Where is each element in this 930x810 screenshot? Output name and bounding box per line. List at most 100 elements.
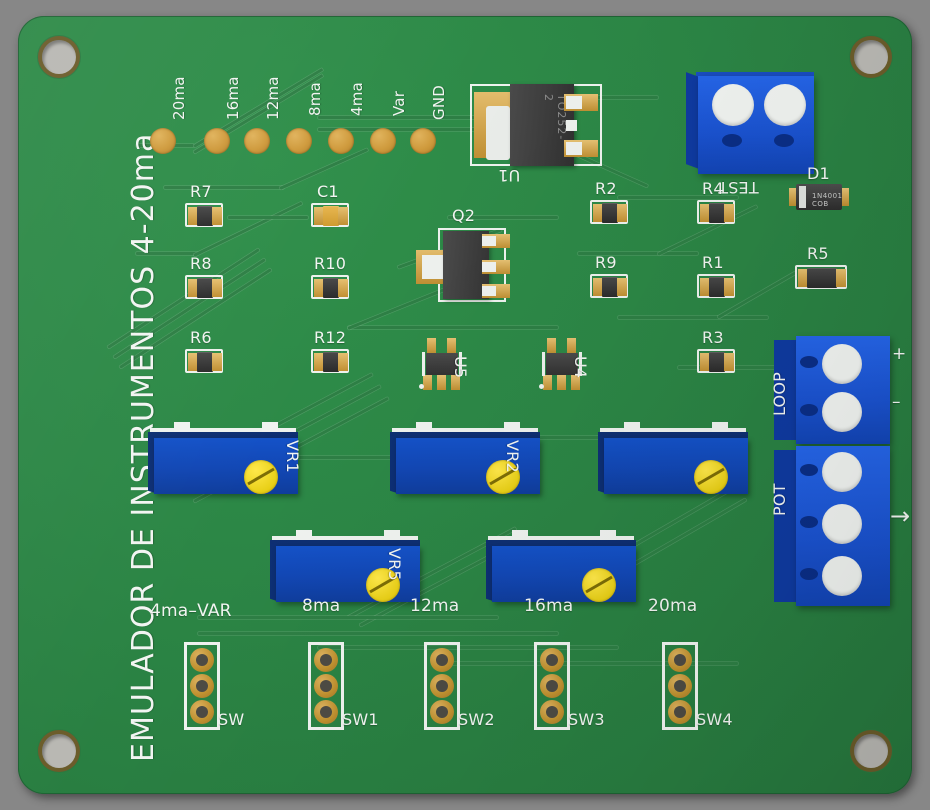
resistor-r2: [590, 200, 628, 224]
pot-screw-3[interactable]: [822, 556, 862, 596]
ic-q2: [416, 228, 510, 302]
test-point-pad-4ma[interactable]: [328, 128, 354, 154]
header-sw3-reference: SW3: [568, 710, 605, 729]
resistor-r5-reference: R5: [807, 244, 829, 263]
header-sw3-pin-1[interactable]: [540, 648, 564, 672]
header-sw2-pin-1[interactable]: [430, 648, 454, 672]
test-point-pad-8ma[interactable]: [286, 128, 312, 154]
resistor-r1-reference: R1: [702, 253, 724, 272]
connector-loop[interactable]: [774, 336, 890, 444]
header-sw1-pin-1[interactable]: [314, 648, 338, 672]
ic-u5-reference: U5: [451, 356, 470, 379]
capacitor-c1-reference: C1: [317, 182, 339, 201]
u1-package-body: TO252-2: [510, 84, 574, 166]
header-sw1-pin-3[interactable]: [314, 700, 338, 724]
header-sw2-pin-2[interactable]: [430, 674, 454, 698]
header-sw2-reference: SW2: [458, 710, 495, 729]
resistor-r10-reference: R10: [314, 254, 347, 273]
test-point-pad-16ma[interactable]: [204, 128, 230, 154]
trimpot-vr4-screw[interactable]: [582, 568, 616, 602]
silk-label-8ma: 8ma: [302, 596, 341, 616]
ic-u4: [538, 338, 586, 390]
test-point-pad-gnd[interactable]: [410, 128, 436, 154]
test-point-label-12ma: 12ma: [264, 76, 282, 120]
header-sw-pin-1[interactable]: [190, 648, 214, 672]
connector-loop-reference: LOOP: [770, 372, 789, 416]
resistor-r4: [697, 200, 735, 224]
ic-u4-reference: U4: [571, 356, 590, 379]
test-point-pad-var[interactable]: [370, 128, 396, 154]
mounting-hole-bottom-right: [854, 734, 888, 768]
q2-pin-1: [482, 234, 510, 248]
header-sw-pin-2[interactable]: [190, 674, 214, 698]
loop-screw-minus[interactable]: [822, 392, 862, 432]
test-point-pad-12ma[interactable]: [244, 128, 270, 154]
resistor-r2-reference: R2: [595, 179, 617, 198]
u1-pin-2: [566, 120, 577, 131]
trimpot-vr5[interactable]: [270, 530, 420, 602]
connector-test[interactable]: [686, 72, 814, 176]
test-point-label-var: Var: [390, 90, 408, 116]
trimpot-vr1-screw[interactable]: [244, 460, 278, 494]
header-sw-reference: SW: [218, 710, 245, 729]
trimpot-vr3[interactable]: [598, 422, 748, 494]
header-sw4-pin-1[interactable]: [668, 648, 692, 672]
header-sw4[interactable]: [662, 642, 698, 730]
resistor-r9: [590, 274, 628, 298]
test-point-pad-20ma[interactable]: [150, 128, 176, 154]
test-screw-2[interactable]: [764, 84, 806, 126]
resistor-r4-reference: R4: [702, 179, 724, 198]
d1-marking: 1N4001 COB: [812, 192, 843, 208]
trimpot-vr5-screw[interactable]: [366, 568, 400, 602]
header-sw4-pin-2[interactable]: [668, 674, 692, 698]
header-sw2[interactable]: [424, 642, 460, 730]
resistor-r5: [795, 265, 847, 289]
header-sw1-reference: SW1: [342, 710, 379, 729]
resistor-r3: [697, 349, 735, 373]
connector-pot-reference: POT: [770, 483, 789, 516]
diode-d1-reference: D1: [807, 164, 830, 183]
silk-label-16ma: 16ma: [524, 596, 574, 616]
header-sw3-pin-2[interactable]: [540, 674, 564, 698]
header-sw2-pin-3[interactable]: [430, 700, 454, 724]
header-sw1[interactable]: [308, 642, 344, 730]
resistor-r9-reference: R9: [595, 253, 617, 272]
u1-pin-1: [564, 94, 598, 111]
mounting-hole-top-left: [42, 40, 76, 74]
u1-reference: U1: [498, 166, 521, 185]
test-screw-1[interactable]: [712, 84, 754, 126]
header-sw-pin-3[interactable]: [190, 700, 214, 724]
resistor-r3-reference: R3: [702, 328, 724, 347]
pot-screw-1[interactable]: [822, 452, 862, 492]
trimpot-vr1[interactable]: [148, 422, 298, 494]
q2-package-body: [443, 231, 489, 299]
mounting-hole-bottom-left: [42, 734, 76, 768]
header-sw3-pin-3[interactable]: [540, 700, 564, 724]
test-point-label-16ma: 16ma: [224, 76, 242, 120]
pot-screw-2[interactable]: [822, 504, 862, 544]
header-sw1-pin-2[interactable]: [314, 674, 338, 698]
trimpot-vr2-screw[interactable]: [486, 460, 520, 494]
trimpot-vr5-reference: VR5: [385, 548, 404, 581]
connector-pot[interactable]: [774, 446, 890, 606]
mounting-hole-top-right: [854, 40, 888, 74]
resistor-r12: [311, 349, 349, 373]
loop-screw-plus[interactable]: [822, 344, 862, 384]
trimpot-vr2[interactable]: [390, 422, 540, 494]
resistor-r10: [311, 275, 349, 299]
header-sw4-pin-3[interactable]: [668, 700, 692, 724]
connector-pot-wiper-arrow: →: [890, 502, 911, 530]
pcb-board: EMULADOR DE INSTRUMENTOS 4-20ma 20ma 16m…: [18, 16, 912, 794]
header-sw3[interactable]: [534, 642, 570, 730]
resistor-r8-reference: R8: [190, 254, 212, 273]
ic-u1: TO252-2: [470, 84, 602, 166]
trimpot-vr3-screw[interactable]: [694, 460, 728, 494]
connector-loop-minus-marking: –: [892, 392, 901, 412]
header-sw[interactable]: [184, 642, 220, 730]
trimpot-vr4[interactable]: [486, 530, 636, 602]
resistor-r7: [185, 203, 223, 227]
trimpot-vr2-reference: VR2: [503, 440, 522, 473]
connector-loop-plus-marking: +: [892, 344, 907, 364]
q2-pin-2: [482, 260, 510, 274]
resistor-r7-reference: R7: [190, 182, 212, 201]
